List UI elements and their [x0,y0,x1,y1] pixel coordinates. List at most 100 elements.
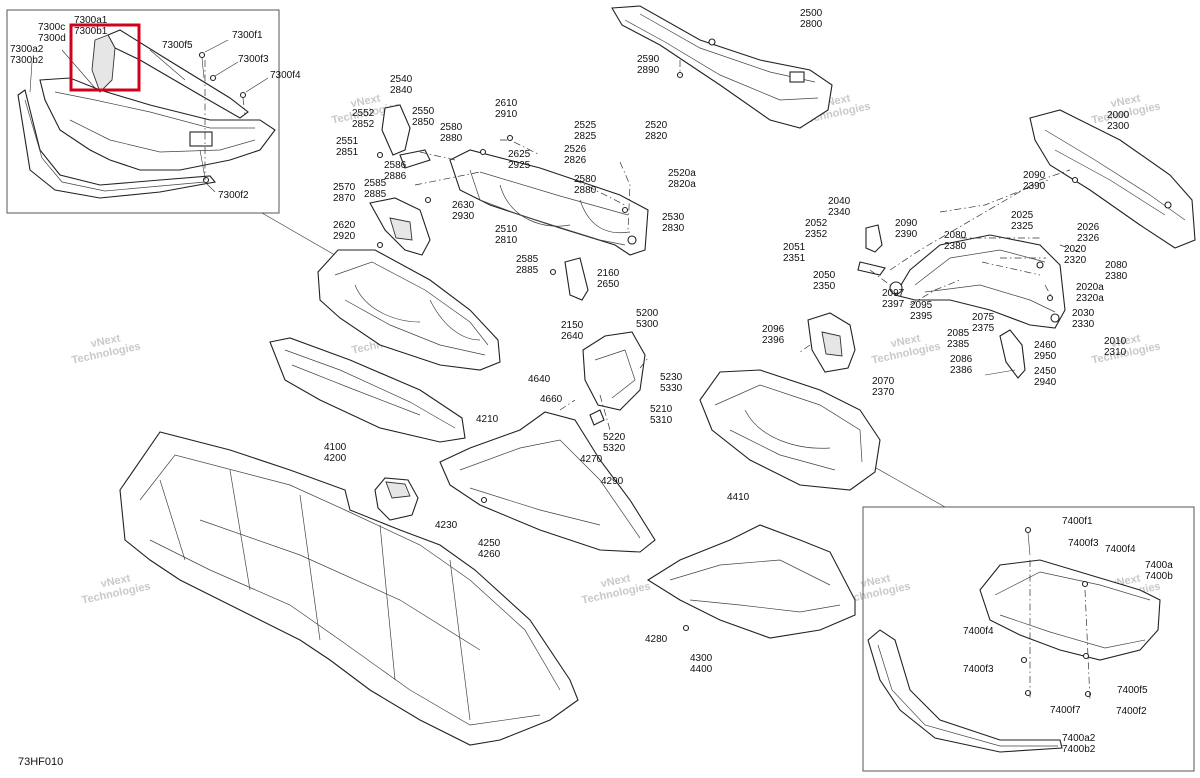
callout-line: 2586 [384,160,407,171]
callout-line: 7300a2 [10,44,44,55]
callout-7400f3b: 7400f3 [963,664,994,675]
callout-7400f3a: 7400f3 [1068,538,1099,549]
callout-line: 7400f3 [963,664,994,675]
callout-4640: 4640 [528,374,551,385]
inset-bottom-right-assembly [867,526,1161,753]
callout-line: 4400 [690,664,713,675]
callout-line: 2550 [412,106,435,117]
callout-7300f3: 7300f3 [238,54,269,65]
detail-box-top-left [6,9,280,214]
callout-line: 7400f5 [1117,685,1148,696]
callout-line: 2890 [637,65,660,76]
callout-line: 2500 [800,8,823,19]
callout-line: 2096 [762,324,785,335]
callout-line: 2852 [352,119,375,130]
callout-line: 7400a2 [1062,733,1096,744]
callout-line: 5330 [660,383,683,394]
callout-7400f4a: 7400f4 [1105,544,1136,555]
callout-line: 2370 [872,387,895,398]
callout-line: 2397 [882,299,905,310]
callout-line: 2097 [882,288,905,299]
callout-line: 7400b [1145,571,1173,582]
panel-2000 [1029,109,1196,249]
callout-7400f4b: 7400f4 [963,626,994,637]
right-seat-frame [699,369,881,491]
callout-line: 2820 [645,131,668,142]
callout-line: 5200 [636,308,659,319]
callout-line: 4210 [476,414,499,425]
callout-line: 2086 [950,354,973,365]
callout-line: 2820a [668,179,696,190]
callout-4230: 4230 [435,520,458,531]
callout-line: 5230 [660,372,683,383]
inset-top-left-assembly [17,29,276,199]
callout-line: 4250 [478,538,501,549]
callout-line: 4410 [727,492,750,503]
bracket-2570 [369,197,431,256]
callout-line: 2000 [1107,110,1130,121]
callout-line: 2080 [1105,260,1128,271]
callout-line: 2380 [944,241,967,252]
callout-line: 7300b1 [74,26,108,37]
callout-line: 2090 [895,218,918,229]
callout-line: 2925 [508,160,531,171]
bracket-2040 [857,224,903,295]
seat-frame-assembly [449,134,649,256]
callout-line: 2625 [508,149,531,160]
watermark: vNextTechnologies [868,329,942,367]
callout-line: 2020 [1064,244,1087,255]
callout-line: 2396 [762,335,785,346]
callout-line: 2810 [495,235,518,246]
callout-4660: 4660 [540,394,563,405]
callout-line: 2886 [384,171,407,182]
callout-7400f7: 7400f7 [1050,705,1081,716]
callout-line: 5320 [603,443,626,454]
callout-line: 2326 [1077,233,1100,244]
callout-line: 2840 [390,85,413,96]
callout-line: 2160 [597,268,620,279]
callout-7300f4: 7300f4 [270,70,301,81]
callout-line: 2352 [805,229,828,240]
callout-line: 2910 [495,109,518,120]
callout-line: 2010 [1104,336,1127,347]
callout-line: 2350 [813,281,836,292]
watermark: vNextTechnologies [578,569,652,607]
callout-line: 2390 [1023,181,1046,192]
callout-line: 2026 [1077,222,1100,233]
tube-2010 [984,329,1026,379]
callout-4290: 4290 [601,476,624,487]
left-side-panel [119,431,579,746]
callout-line: 5310 [650,415,673,426]
callout-line: 4230 [435,520,458,531]
callout-line: 2830 [662,223,685,234]
callout-line: 2526 [564,144,587,155]
callout-line: 7400a [1145,560,1173,571]
callout-line: 2300 [1107,121,1130,132]
callout-line: 2530 [662,212,685,223]
callout-line: 2095 [910,300,933,311]
callout-line: 7400f4 [1105,544,1136,555]
